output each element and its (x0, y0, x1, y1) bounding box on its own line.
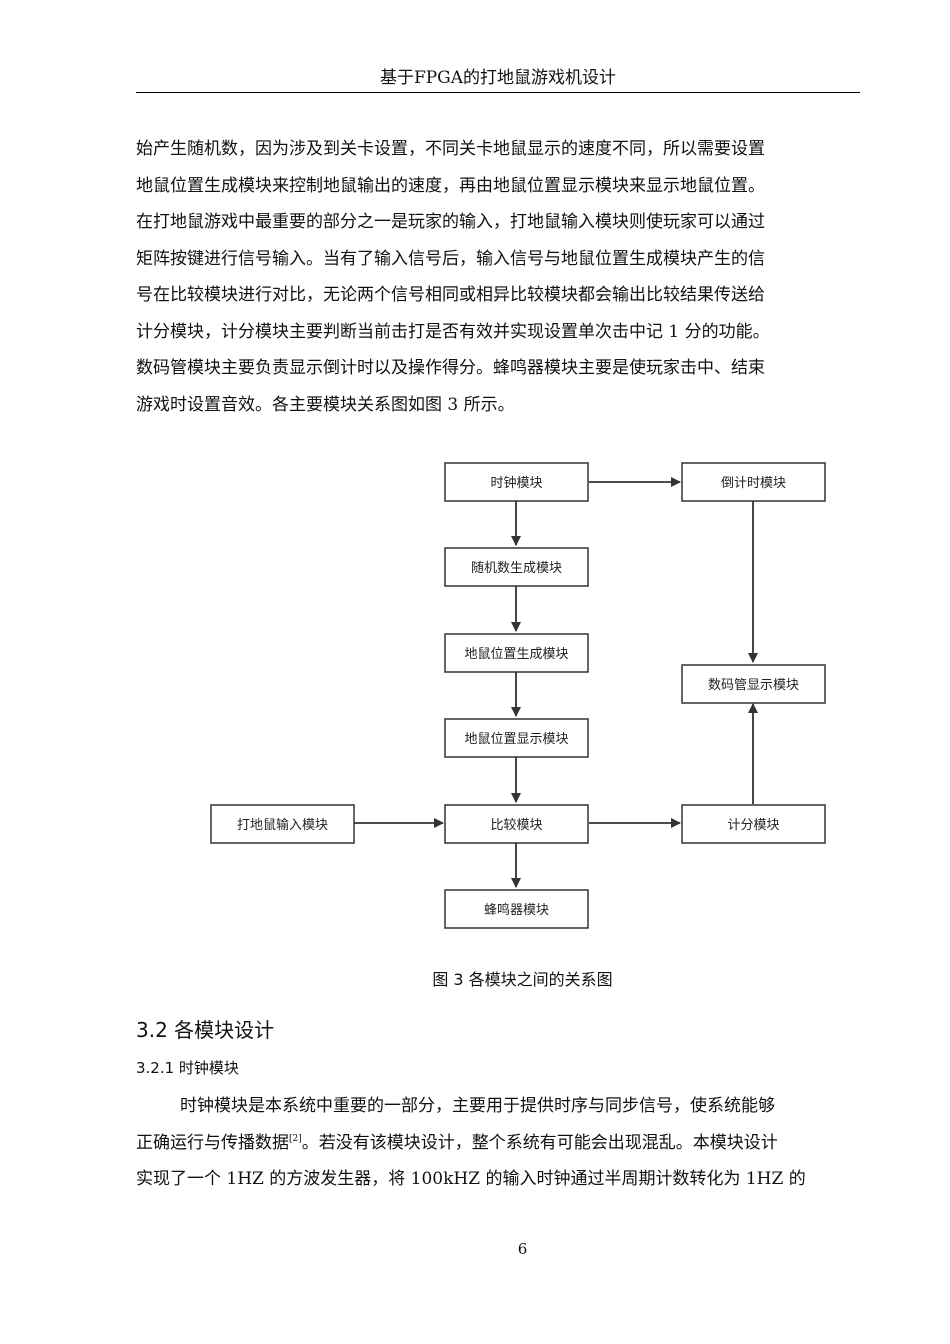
body-line: 游戏时设置音效。各主要模块关系图如图 3 所示。 (136, 394, 515, 415)
box-label: 随机数生成模块 (471, 561, 562, 576)
box-label: 倒计时模块 (721, 476, 786, 491)
box-label: 时钟模块 (490, 475, 542, 491)
body-line: 始产生随机数，因为涉及到关卡设置，不同关卡地鼠显示的速度不同，所以需要设置 (136, 139, 765, 159)
body-line: 地鼠位置生成模块来控制地鼠输出的速度，再由地鼠位置显示模块来显示地鼠位置。 (136, 175, 765, 196)
box-seg-display-module: 数码管显示模块 (681, 664, 826, 704)
box-clock-module: 时钟模块 (444, 462, 589, 502)
box-random-module: 随机数生成模块 (444, 547, 589, 587)
section-heading: 3.2 各模块设计 (136, 1018, 275, 1042)
body-paragraph-top: 始产生随机数，因为涉及到关卡设置，不同关卡地鼠显示的速度不同，所以需要设置 地鼠… (136, 131, 866, 423)
body-line: 号在比较模块进行对比，无论两个信号相同或相异比较模块都会输出比较结果传送给 (136, 285, 765, 305)
box-countdown-module: 倒计时模块 (681, 462, 826, 502)
body-text: 正确运行与传播数据 (136, 1132, 289, 1153)
body-text: 。若没有该模块设计，整个系统有可能会出现混乱。本模块设计 (301, 1132, 778, 1153)
box-mole-pos-gen-module: 地鼠位置生成模块 (444, 633, 589, 673)
box-label: 地鼠位置显示模块 (464, 732, 568, 747)
body-line: 数码管模块主要负责显示倒计时以及操作得分。蜂鸣器模块主要是使玩家击中、结束 (136, 358, 765, 378)
body-line: 矩阵按键进行信号输入。当有了输入信号后，输入信号与地鼠位置生成模块产生的信 (136, 248, 765, 269)
box-label: 地鼠位置生成模块 (464, 647, 568, 662)
box-label: 蜂鸣器模块 (484, 902, 549, 918)
box-input-module: 打地鼠输入模块 (210, 804, 355, 844)
box-buzzer-module: 蜂鸣器模块 (444, 889, 589, 929)
body-line: 时钟模块是本系统中重要的一部分，主要用于提供时序与同步信号，使系统能够 (180, 1096, 775, 1116)
box-label: 比较模块 (490, 818, 542, 833)
box-label: 打地鼠输入模块 (237, 817, 328, 833)
box-score-module: 计分模块 (681, 804, 826, 844)
running-header: 基于FPGA的打地鼠游戏机设计 (379, 68, 617, 88)
body-line: 实现了一个 1HZ 的方波发生器，将 100kHZ 的输入时钟通过半周期计数转化… (136, 1169, 806, 1189)
box-label: 计分模块 (727, 818, 779, 833)
page-number: 6 (517, 1240, 528, 1258)
subsection-heading: 3.2.1 时钟模块 (136, 1059, 239, 1077)
body-line: 计分模块，计分模块主要判断当前击打是否有效并实现设置单次击中记 1 分的功能。 (136, 321, 770, 342)
body-paragraph-bottom: 时钟模块是本系统中重要的一部分，主要用于提供时序与同步信号，使系统能够 正确运行… (136, 1088, 866, 1198)
body-line-with-citation: 正确运行与传播数据[2]。若没有该模块设计，整个系统有可能会出现混乱。本模块设计 (136, 1125, 866, 1162)
body-line: 在打地鼠游戏中最重要的部分之一是玩家的输入，打地鼠输入模块则使玩家可以通过 (136, 212, 765, 232)
header-rule (136, 92, 860, 93)
citation-ref[interactable]: [2] (289, 1133, 302, 1144)
module-relationship-diagram: 时钟模块 随机数生成模块 地鼠位置生成模块 地鼠位置显示模块 比较模块 蜂鸣器模… (210, 462, 826, 929)
box-compare-module: 比较模块 (444, 804, 589, 844)
figure-caption: 图 3 各模块之间的关系图 (432, 970, 613, 989)
box-mole-pos-display-module: 地鼠位置显示模块 (444, 718, 589, 758)
box-label: 数码管显示模块 (708, 678, 799, 693)
